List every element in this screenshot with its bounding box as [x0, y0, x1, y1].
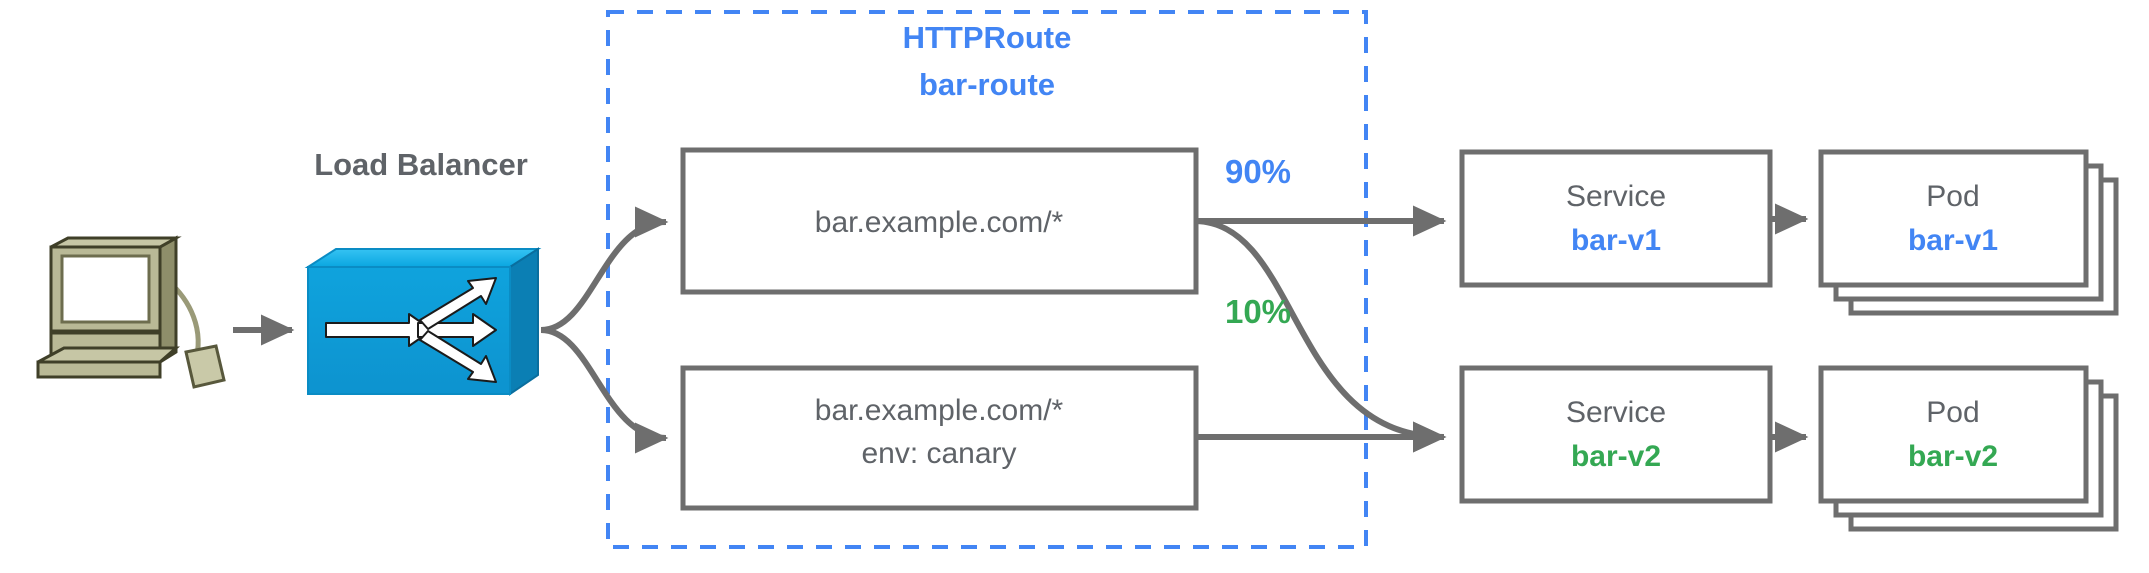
- service-bar-v2-kind: Service: [1566, 396, 1666, 429]
- load-balancer-switch-icon: [304, 247, 542, 396]
- desktop-computer-icon: [36, 235, 226, 389]
- httproute-name-label: bar-route: [919, 67, 1055, 102]
- pod-bar-v2-name: bar-v2: [1908, 440, 1998, 473]
- pod-bar-v1-kind: Pod: [1926, 180, 1979, 213]
- pod-bar-v1-name: bar-v1: [1908, 224, 1998, 257]
- rule-canary-line1: bar.example.com/*: [815, 394, 1064, 427]
- edge-lb-to-rule-canary: [540, 327, 669, 454]
- pod-stack-bar-v2[interactable]: [1818, 365, 2119, 532]
- pod-bar-v2-kind: Pod: [1926, 396, 1979, 429]
- weight-label-90: 90%: [1225, 153, 1291, 190]
- edge-lb-to-rule-primary: [540, 206, 669, 333]
- service-box-bar-v1[interactable]: [1459, 149, 1773, 288]
- edge-weight-10: [1195, 218, 1447, 453]
- pod-replica-front: [1818, 149, 2089, 288]
- service-bar-v1-name: bar-v1: [1571, 224, 1661, 257]
- service-box-bar-v2[interactable]: [1459, 365, 1773, 504]
- weight-label-10: 10%: [1225, 293, 1291, 330]
- service-bar-v2-name: bar-v2: [1571, 440, 1661, 473]
- rule-box-canary[interactable]: [680, 365, 1199, 511]
- pod-replica-front: [1818, 365, 2089, 504]
- httproute-kind-label: HTTPRoute: [903, 20, 1072, 55]
- load-balancer-label: Load Balancer: [314, 147, 528, 182]
- httproute-group-boundary: [606, 10, 1368, 549]
- rule-canary-line2: env: canary: [861, 437, 1016, 470]
- pod-stack-bar-v1[interactable]: [1818, 149, 2119, 316]
- rule-primary-line1: bar.example.com/*: [815, 206, 1064, 239]
- service-bar-v1-kind: Service: [1566, 180, 1666, 213]
